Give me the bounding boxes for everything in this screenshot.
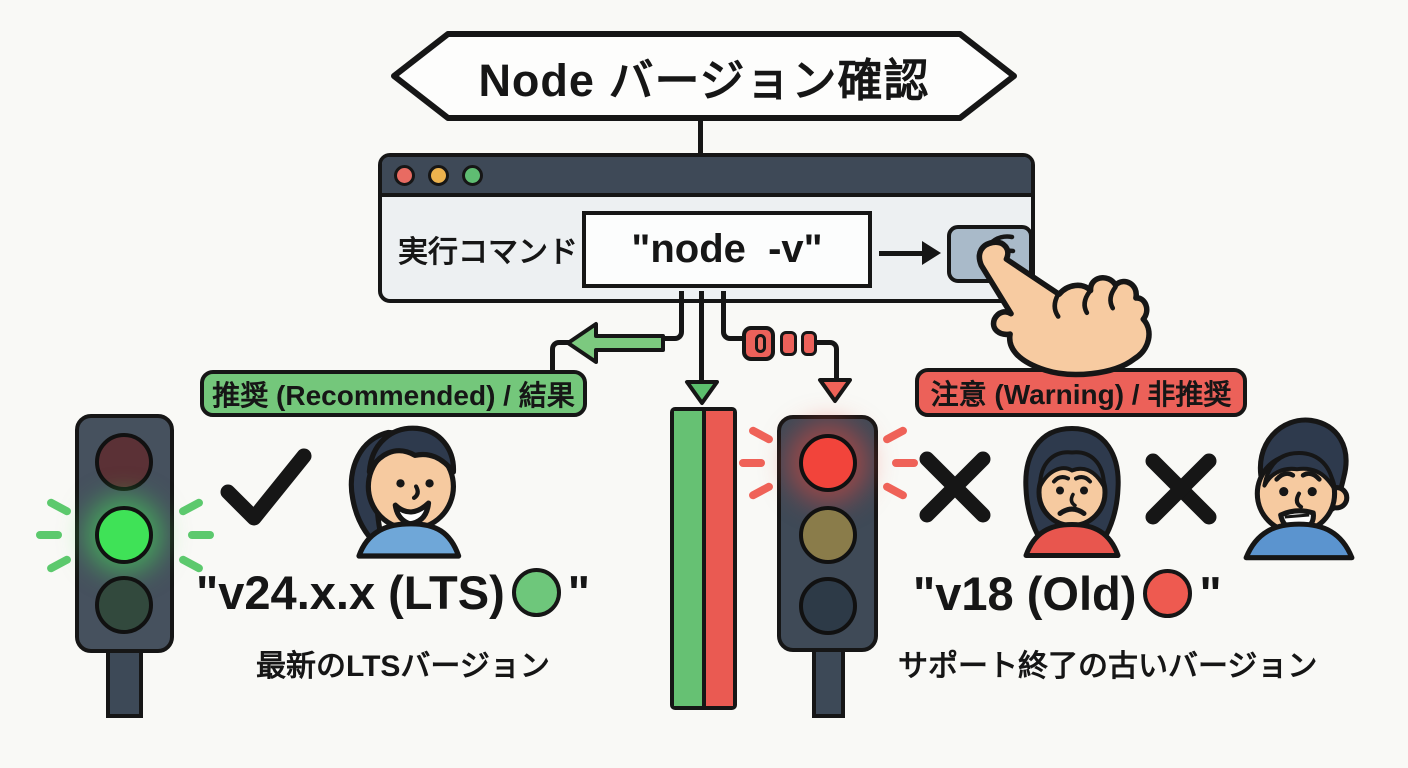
connector-left-branch <box>660 291 684 341</box>
command-label: 実行コマンド <box>398 236 578 269</box>
glow-dash-icon <box>892 459 918 467</box>
red-lamp-on <box>799 434 857 492</box>
page-title: Node バージョン確認 <box>478 54 930 106</box>
down-arrowhead-red-icon <box>818 378 852 403</box>
recommended-result: "v24.x.x (LTS) " <box>196 566 591 619</box>
glow-dash-icon <box>881 481 909 501</box>
green-status-dot-icon <box>511 568 561 617</box>
glow-dash-icon <box>739 459 765 467</box>
warning-result: "v18 (Old) " <box>913 567 1222 620</box>
check-icon <box>220 448 312 526</box>
red-traffic-light-icon <box>777 415 878 652</box>
broken-link-segment-icon <box>742 326 775 361</box>
connector-right-branch <box>721 291 746 341</box>
cross-icon <box>1145 453 1217 525</box>
glow-dash-icon <box>881 425 909 445</box>
pointing-hand-icon <box>976 239 1152 378</box>
green-traffic-light-icon <box>75 414 174 653</box>
green-lamp-on <box>95 506 153 564</box>
window-titlebar <box>382 157 1031 197</box>
connector-arrow-badge <box>550 340 570 374</box>
down-arrowhead-green-icon <box>685 380 719 405</box>
broken-link-dot-icon <box>780 331 797 356</box>
minimize-dot-icon <box>428 164 449 186</box>
broken-link-dot-icon <box>801 331 817 356</box>
command-input[interactable]: "node -v" <box>582 211 872 288</box>
sad-user-avatar <box>1023 426 1121 558</box>
glow-dash-icon <box>747 481 775 501</box>
warning-note: サポート終了の古いバージョン <box>898 650 1318 683</box>
glow-dash-icon <box>747 425 775 445</box>
recommended-badge: 推奨 (Recommended) / 結果 <box>200 370 587 417</box>
connector-banner-window <box>698 119 703 155</box>
maximize-dot-icon <box>462 164 483 186</box>
glow-dash-icon <box>177 497 205 517</box>
connector-center-branch <box>699 291 704 381</box>
recommended-note: 最新のLTSバージョン <box>256 650 550 683</box>
arrow-to-button <box>879 251 923 256</box>
terminal-window: 実行コマンド "node -v" <box>378 153 1035 303</box>
bottom-lamp-off <box>95 576 153 634</box>
result-bar-green <box>674 411 706 706</box>
yellow-lamp-off <box>799 506 857 564</box>
worried-user-avatar <box>1243 417 1355 561</box>
recommended-arrow-icon <box>566 322 665 364</box>
cross-icon <box>919 451 991 523</box>
result-bar-red <box>705 411 733 706</box>
close-dot-icon <box>394 164 415 186</box>
red-status-dot-icon <box>1143 569 1193 618</box>
connector-chain-down <box>816 340 839 380</box>
result-bar-icon <box>670 407 737 710</box>
glow-dash-icon <box>188 531 214 539</box>
happy-user-avatar <box>348 425 462 559</box>
arrow-to-button-head-icon <box>922 241 941 265</box>
traffic-light-pole <box>812 650 845 718</box>
glow-dash-icon <box>45 497 73 517</box>
traffic-light-pole <box>106 650 143 718</box>
red-lamp-off <box>95 433 153 491</box>
bottom-lamp-off <box>799 577 857 635</box>
banner-hexagon <box>391 31 1017 121</box>
glow-dash-icon <box>36 531 62 539</box>
glow-dash-icon <box>45 554 73 574</box>
